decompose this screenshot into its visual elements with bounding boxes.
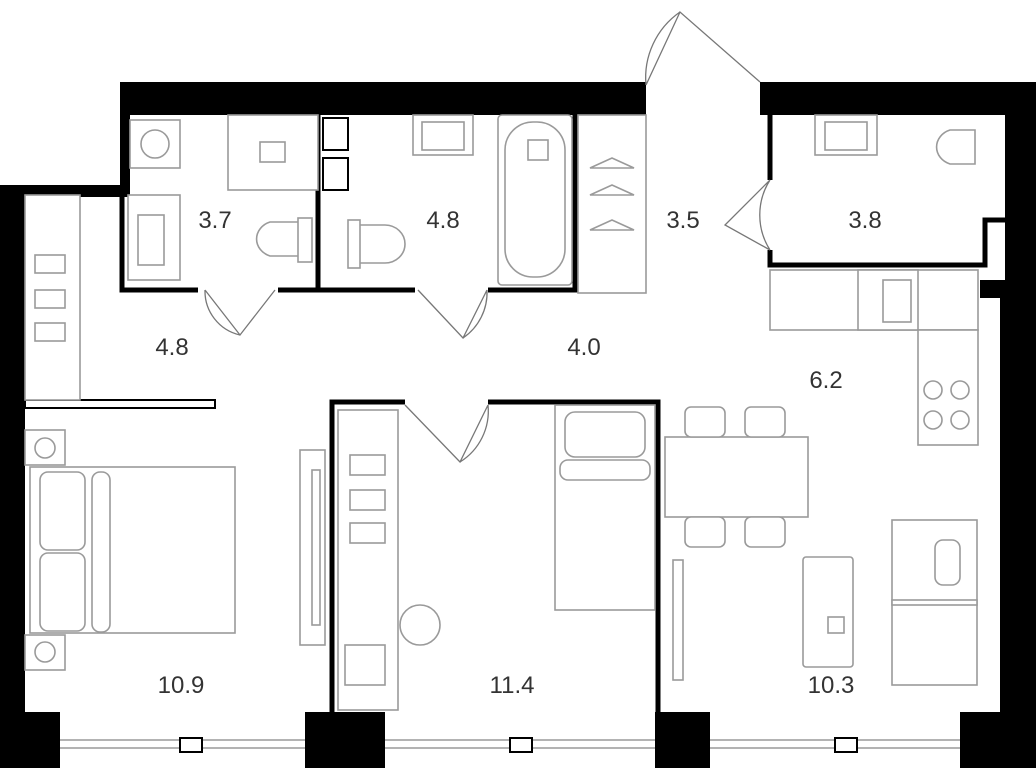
room-area-bedroom-2: 11.4: [490, 672, 535, 699]
room-area-bedroom-1: 10.9: [158, 672, 205, 699]
interior-walls: [24, 115, 1005, 712]
room-area-wardrobe: 3.5: [666, 207, 699, 234]
room-area-living-room: 10.3: [808, 672, 855, 699]
room-area-hall-left: 4.8: [155, 334, 188, 361]
outer-walls: [0, 82, 1036, 768]
room-area-bathroom-1: 3.7: [198, 207, 231, 234]
room-area-bathroom-3: 3.8: [848, 207, 881, 234]
room-area-bathroom-2: 4.8: [426, 207, 459, 234]
room-area-labels: 3.7 4.8 3.5 3.8 4.8 4.0 6.2 10.9 11.4 10…: [155, 207, 881, 699]
windows: [60, 737, 960, 753]
furniture: [24, 114, 979, 711]
room-area-kitchen: 6.2: [809, 367, 842, 394]
room-area-hall-center: 4.0: [567, 334, 600, 361]
doors: [204, 10, 771, 464]
